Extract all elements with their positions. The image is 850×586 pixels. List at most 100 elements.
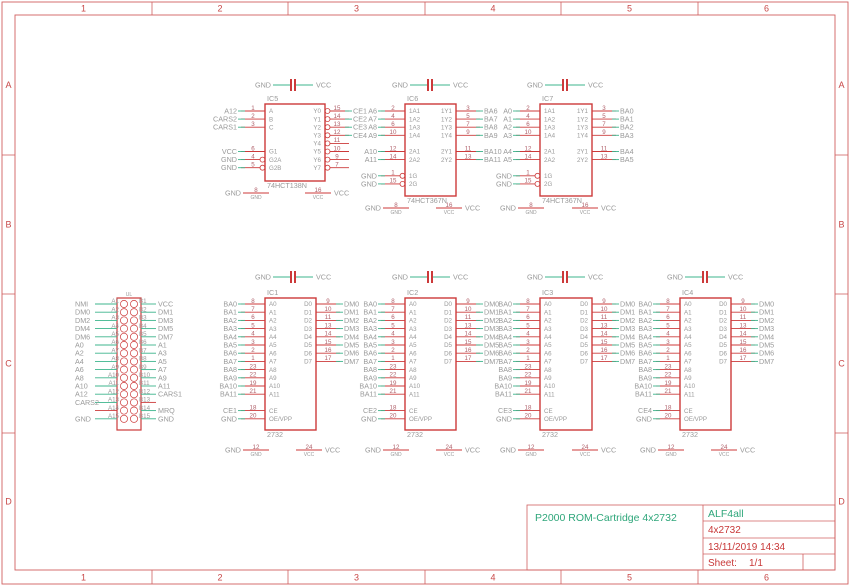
chip-part-number: 74HCT367N: [407, 196, 447, 205]
pin-number: 20: [250, 413, 257, 420]
pin-number: 4: [666, 331, 670, 338]
net-label: A6: [75, 365, 84, 374]
gnd-label: GND: [255, 81, 271, 90]
net-label: MRQ: [158, 406, 175, 415]
pin-name: A7: [684, 359, 692, 366]
capacitor-plate: [562, 79, 564, 91]
pin-number: 11: [465, 314, 472, 321]
pin-number: 7: [335, 162, 339, 169]
pin-name: 1A3: [409, 124, 421, 131]
net-label: A0: [75, 341, 84, 350]
net-label: BA11: [360, 390, 377, 399]
net-label: A4: [75, 357, 84, 366]
net-label: DM7: [344, 357, 359, 366]
pin-number: 1: [251, 105, 255, 112]
pin-name: G1: [269, 149, 278, 156]
inversion-bubble: [324, 132, 331, 139]
pin-number: 8: [526, 298, 530, 305]
pin-name: A8: [409, 367, 417, 374]
pin-number: 14: [525, 153, 532, 160]
net-label: DM7: [484, 357, 499, 366]
net-label: VCC: [601, 446, 616, 455]
net-label: BA6: [484, 107, 498, 116]
pin-name: 1Y3: [441, 124, 453, 131]
pin-pad: [120, 414, 128, 423]
inversion-bubble: [324, 116, 331, 122]
net-label: BA9: [223, 373, 237, 382]
pin-number: 9: [741, 298, 745, 305]
pin-name: A7: [111, 347, 119, 354]
power-pin-name: VCC: [580, 210, 591, 216]
pin-number: 18: [390, 404, 397, 411]
net-label: CE3: [498, 406, 512, 415]
net-label: BA8: [638, 365, 652, 374]
net-label: VCC: [325, 446, 340, 455]
pin-name: B6: [139, 339, 147, 346]
pin-number: 16: [740, 347, 747, 354]
net-label: BA3: [363, 324, 377, 333]
pin-number: 13: [334, 121, 341, 128]
pin-number: 6: [391, 314, 395, 321]
net-label: DM5: [620, 341, 635, 350]
row-label-left: B: [5, 220, 11, 230]
pin-name: A12: [108, 388, 120, 395]
pin-pad: [130, 308, 138, 317]
inversion-bubble: [534, 172, 541, 179]
pin-number: 3: [466, 105, 470, 112]
pin-name: A10: [108, 372, 120, 379]
power-pin-name: VCC: [304, 452, 315, 458]
chip-reference: IC2: [407, 288, 418, 297]
pin-number: 14: [390, 153, 397, 160]
pin-name: D2: [304, 318, 312, 325]
pin-number: 16: [325, 347, 332, 354]
net-label: BA2: [498, 316, 512, 325]
pin-number: 2: [526, 105, 530, 112]
pin-name: A2: [269, 318, 277, 325]
pin-number: 4: [251, 153, 255, 160]
pin-number: 4: [526, 113, 530, 120]
pin-name: A0: [269, 301, 277, 308]
pin-number: 4: [526, 331, 530, 338]
pin-pad: [120, 390, 128, 399]
pin-number: 7: [602, 121, 606, 128]
power-pin-name: VCC: [444, 210, 455, 216]
pin-name: A9: [544, 375, 552, 382]
pin-number: 18: [250, 404, 257, 411]
chip-part-number: 74HCT367N: [542, 196, 582, 205]
pin-name: A4: [544, 334, 552, 341]
pin-number: 8: [251, 298, 255, 305]
net-label: CARS2: [75, 398, 99, 407]
net-label: DM5: [158, 324, 173, 333]
pin-number: 2: [251, 113, 255, 120]
row-label-left: A: [5, 80, 11, 90]
inversion-bubble: [324, 140, 331, 147]
net-label: DM6: [75, 332, 90, 341]
pin-name: A10: [684, 383, 696, 390]
net-label: A11: [365, 155, 377, 164]
date-time: 13/11/2019 14:34: [708, 542, 786, 553]
capacitor-plate: [566, 79, 568, 91]
pin-name: B12: [139, 388, 151, 395]
net-label: BA4: [638, 332, 652, 341]
pin-name: A11: [108, 380, 119, 387]
net-label: A2: [503, 123, 512, 132]
pin-number: 3: [251, 121, 255, 128]
pin-name: A11: [269, 391, 280, 398]
net-label: BA4: [620, 147, 634, 156]
net-label: DM4: [484, 332, 499, 341]
net-label: GND: [496, 414, 512, 423]
pin-number: 12: [525, 145, 532, 152]
pin-name: 1A2: [409, 116, 421, 123]
chip-body: [264, 297, 317, 431]
pin-number: 17: [465, 355, 472, 362]
pin-name: A11: [684, 391, 695, 398]
pin-number: 22: [390, 372, 397, 379]
pin-number: 12: [528, 444, 535, 451]
gnd-label: GND: [392, 81, 408, 90]
vcc-label: VCC: [588, 273, 603, 282]
net-label: BA9: [638, 373, 652, 382]
net-label: GND: [636, 414, 652, 423]
